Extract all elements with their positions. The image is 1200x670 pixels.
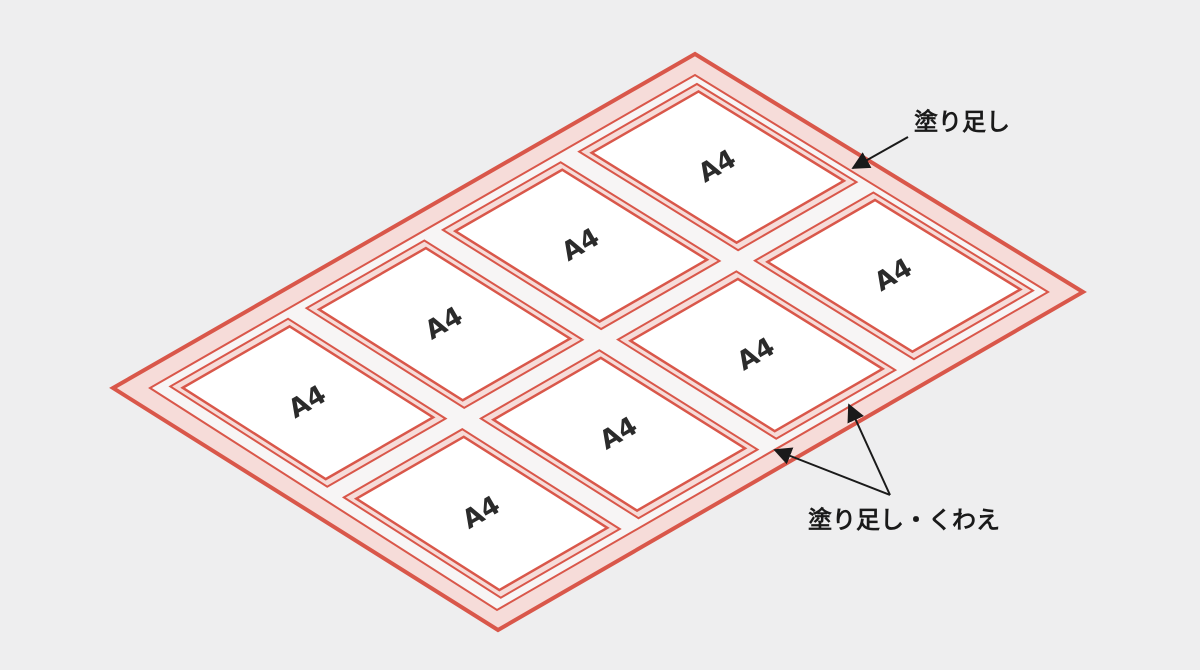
trim-arrow-right — [847, 403, 891, 496]
a4-sheet — [490, 356, 748, 513]
a4-sheet — [628, 277, 886, 433]
a4-sheet — [316, 246, 573, 402]
paper-inner-frame — [148, 73, 1050, 612]
a4-sheet — [765, 198, 1023, 354]
bleed-and-trim-callout-label: 塗り足し・くわえ — [808, 506, 1000, 534]
a4-sheet — [180, 324, 436, 481]
a4-sheet — [353, 435, 610, 592]
a4-sheet — [452, 168, 710, 323]
trim-arrow-left — [773, 447, 891, 496]
bleed-arrow — [851, 136, 909, 169]
a4-sheet — [589, 89, 847, 245]
bleed-callout-label: 塗り足し — [914, 108, 1010, 136]
